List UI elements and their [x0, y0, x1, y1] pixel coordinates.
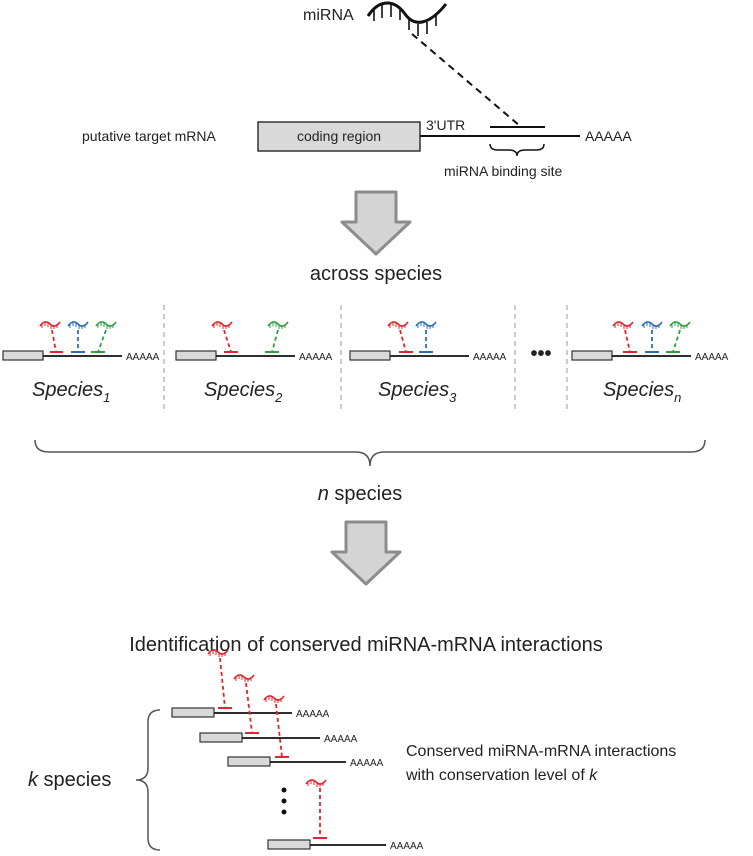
vertical-dot [281, 787, 287, 793]
identification-label: Identification of conserved miRNA-mRNA i… [129, 634, 603, 656]
coding-box [571, 350, 613, 361]
ellipsis-dots: ••• [530, 343, 551, 365]
k-species-label: k species [28, 769, 111, 791]
species-name-2: Species2 [204, 379, 283, 405]
conserved-desc-line2: with conservation level of k [405, 767, 598, 784]
mirna-icon [366, 1, 448, 36]
conserved-section: k species AAAAA AAAAA AAAAA [28, 649, 676, 852]
polya-label: AAAAA [324, 734, 358, 745]
polya-label: AAAAA [695, 352, 729, 363]
down-arrow-1 [340, 190, 412, 256]
mirna-blue [641, 321, 663, 353]
polya-label: AAAAA [296, 709, 330, 720]
binding-site-label: miRNA binding site [444, 163, 562, 179]
polya-label: AAAAA [473, 352, 507, 363]
binding-dashed-line [411, 33, 521, 127]
conserved-row: AAAAA [227, 695, 384, 769]
top-section: miRNA putative target mRNA coding region… [82, 1, 632, 179]
polya-label: AAAAA [390, 841, 424, 851]
coding-box [2, 350, 44, 361]
conserved-row: AAAAA [171, 649, 330, 720]
vertical-dot [281, 798, 287, 804]
mirna-blue [67, 321, 89, 353]
down-arrow-2 [330, 520, 402, 586]
species-panel-2: AAAAA Species2 [175, 321, 333, 405]
species-brace [34, 439, 706, 467]
species-panel-n: AAAAA Speciesn [571, 321, 729, 405]
polya-label: AAAAA [350, 758, 384, 769]
coding-region-label: coding region [297, 128, 381, 144]
species-name-3: Species3 [378, 379, 457, 405]
mirna-label: miRNA [303, 7, 354, 24]
mirna-red [233, 674, 255, 683]
mirna-red [387, 321, 413, 353]
polya-label: AAAAA [585, 128, 632, 144]
coding-box [349, 350, 391, 361]
mirna-red [305, 779, 327, 788]
mirna-blue [415, 321, 437, 353]
conserved-row: AAAAA [199, 674, 358, 745]
k-brace [135, 709, 161, 851]
coding-region-box [257, 121, 421, 152]
mirna-green [91, 321, 117, 353]
species-name-n: Speciesn [603, 379, 681, 405]
utr-label: 3'UTR [426, 117, 465, 133]
mirna-red [39, 321, 63, 353]
n-species-label: n species [318, 483, 403, 505]
conserved-desc-line1: Conserved miRNA-mRNA interactions [406, 743, 676, 760]
across-species-label: across species [310, 263, 442, 285]
polya-label: AAAAA [299, 352, 333, 363]
target-mrna-label: putative target mRNA [82, 128, 216, 144]
mirna-red [263, 695, 285, 704]
binding-site-brace [489, 143, 545, 157]
species-panel-1: AAAAA Species1 [2, 321, 160, 405]
species-panels: AAAAA Species1 AAAAA Species2 AAAAA Spec… [2, 305, 729, 505]
species-panel-3: AAAAA Species3 [349, 321, 507, 405]
mirna-red [211, 321, 238, 353]
polya-label: AAAAA [126, 352, 160, 363]
species-name-1: Species1 [32, 379, 110, 405]
vertical-dot [281, 809, 287, 815]
mirna-green [265, 321, 289, 353]
conserved-row: AAAAA [267, 779, 424, 852]
mirna-green [666, 321, 691, 353]
mirna-red [612, 321, 637, 353]
coding-box [175, 350, 217, 361]
